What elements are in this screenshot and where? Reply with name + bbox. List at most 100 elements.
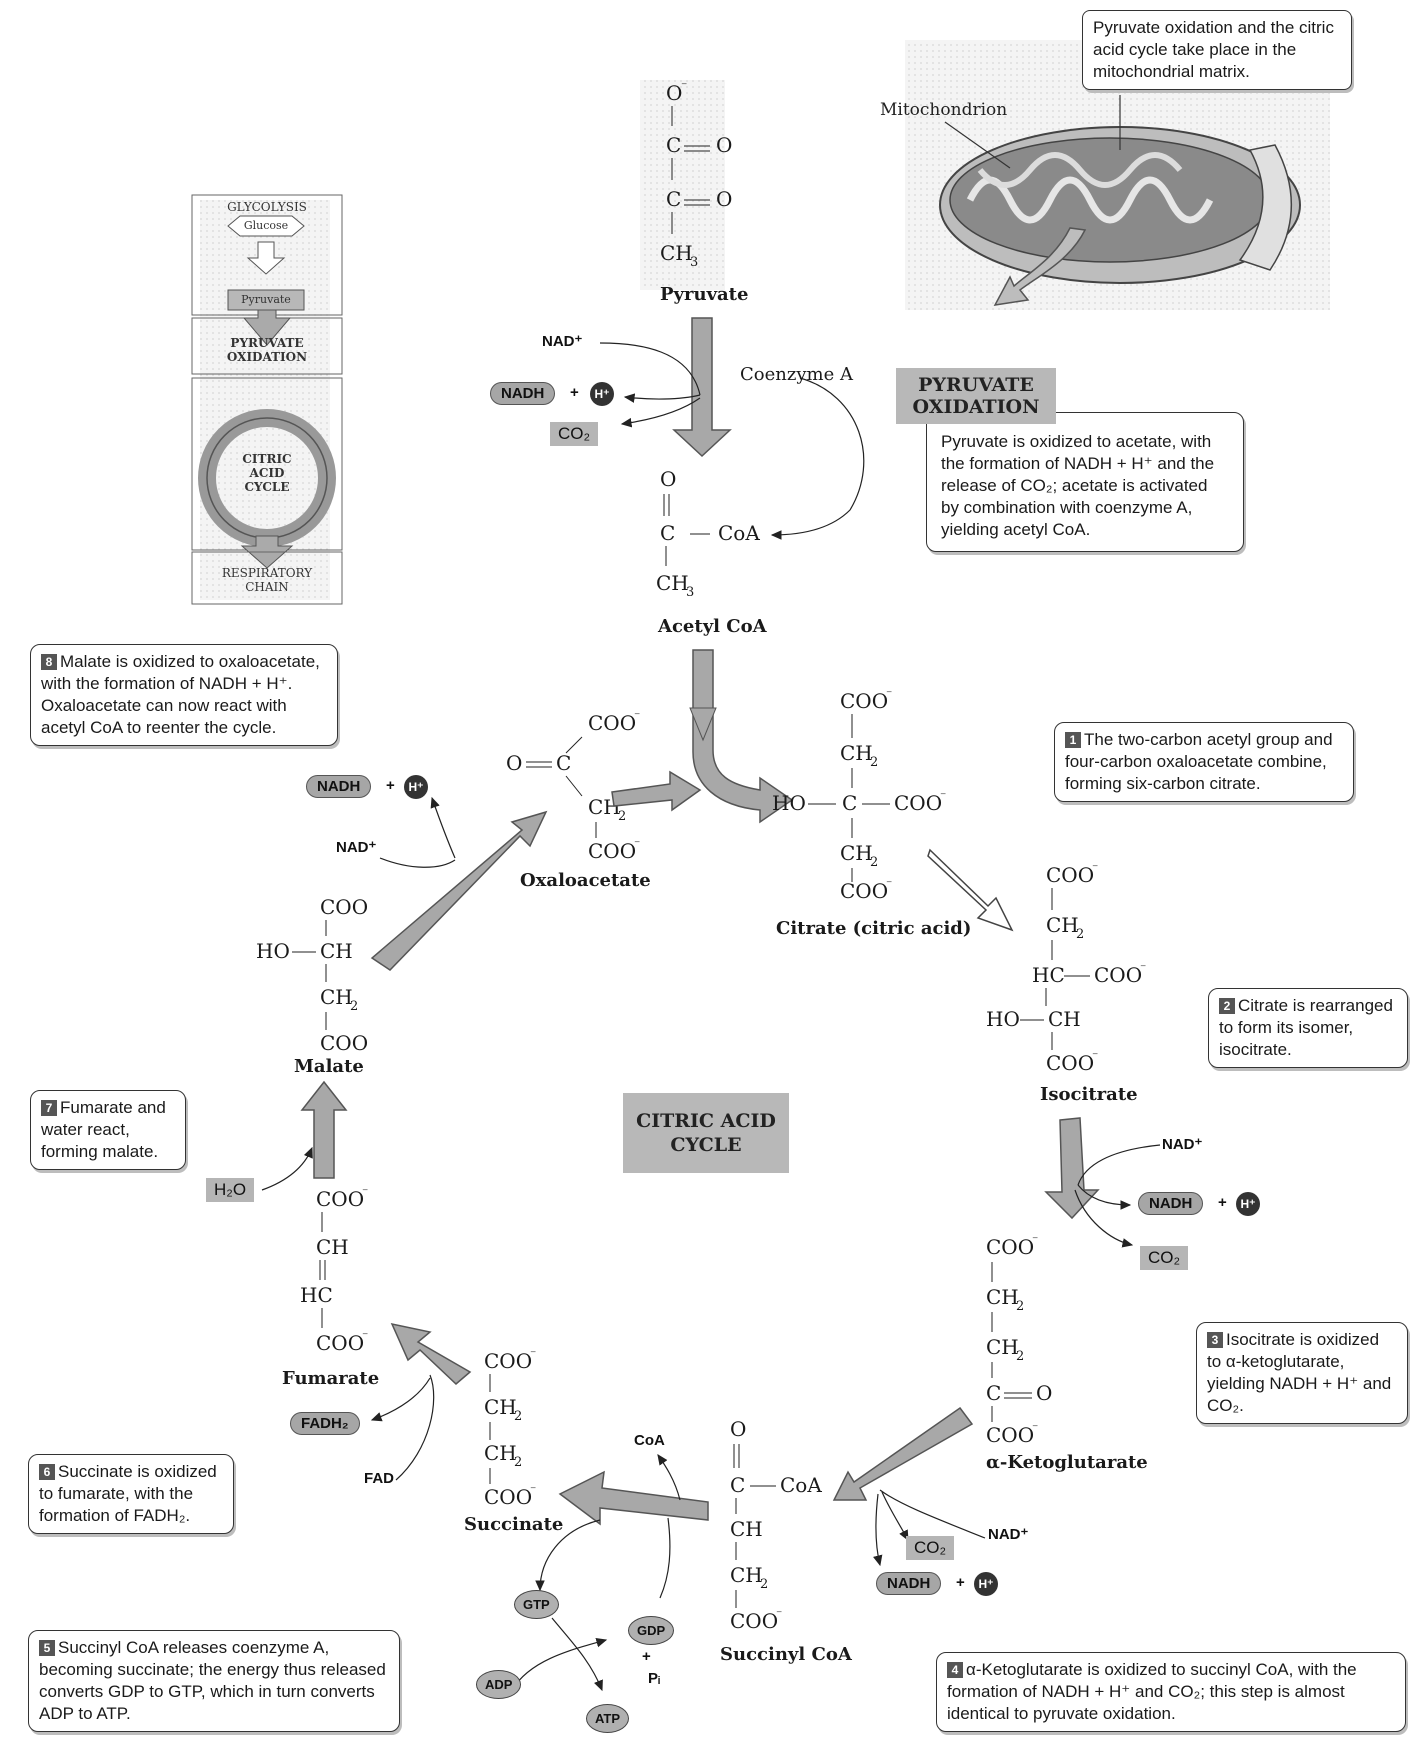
svg-text:CH: CH — [660, 241, 693, 265]
step8-hplus: H⁺ — [404, 775, 428, 799]
svg-text:HC: HC — [1032, 963, 1065, 987]
step4-nad: NAD⁺ — [988, 1526, 1029, 1543]
svg-text:2: 2 — [1016, 1299, 1024, 1314]
svg-text:HC: HC — [300, 1283, 333, 1307]
svg-text:COO: COO — [1094, 963, 1142, 987]
step-5-text: Succinyl CoA releases coenzyme A, becomi… — [39, 1638, 386, 1724]
svg-text:COO: COO — [320, 1031, 368, 1055]
step-3-number: 3 — [1207, 1332, 1223, 1348]
svg-text:COO: COO — [840, 879, 888, 903]
step6-fadh2: FADH₂ — [290, 1412, 360, 1435]
svg-text:COO: COO — [1046, 1051, 1094, 1075]
step-7-number: 7 — [41, 1100, 57, 1116]
svg-text:⁻: ⁻ — [776, 1607, 782, 1621]
svg-text:C: C — [730, 1473, 745, 1497]
acetyl-coa-structure: O C CoA CH3 — [656, 467, 760, 600]
svg-text:2: 2 — [514, 1455, 522, 1470]
svg-text:⁻: ⁻ — [1092, 1049, 1098, 1063]
svg-text:O: O — [660, 467, 676, 491]
svg-text:CH: CH — [840, 841, 873, 865]
svg-text:⁻: ⁻ — [634, 709, 640, 723]
step-2-text: Citrate is rearranged to form its isomer… — [1219, 996, 1393, 1060]
step8-plus: + — [386, 777, 395, 794]
svg-text:2: 2 — [1016, 1349, 1024, 1364]
svg-text:⁻: ⁻ — [1032, 1421, 1038, 1435]
svg-text:2: 2 — [760, 1577, 768, 1592]
svg-text:O: O — [506, 751, 522, 775]
step-6-text: Succinate is oxidized to fumarate, with … — [39, 1462, 217, 1526]
step5-plus: + — [642, 1648, 651, 1665]
adp-in-curve — [511, 1637, 608, 1691]
step-2-number: 2 — [1219, 998, 1235, 1014]
pyruvate-oxidation-description: Pyruvate is oxidized to acetate, with th… — [926, 412, 1244, 553]
step8-nad: NAD⁺ — [336, 839, 377, 856]
step-4-text: α-Ketoglutarate is oxidized to succinyl … — [947, 1660, 1357, 1724]
svg-text:COO: COO — [1046, 863, 1094, 887]
svg-text:COO: COO — [986, 1423, 1034, 1447]
acetyl-coa-label: Acetyl CoA — [657, 616, 768, 637]
step-6-number: 6 — [39, 1464, 55, 1480]
overview-inset — [191, 194, 343, 605]
svg-text:COO: COO — [588, 711, 636, 735]
svg-text:COO: COO — [484, 1485, 532, 1509]
nad-in-curve-4 — [879, 1489, 986, 1539]
succinate-structure: COO⁻ CH2 CH2 COO⁻ — [484, 1347, 536, 1509]
coenzyme-a-in-curve — [770, 377, 865, 540]
svg-text:CH: CH — [730, 1517, 763, 1541]
step-1-number: 1 — [1065, 732, 1081, 748]
svg-text:COO: COO — [840, 689, 888, 713]
oxaloacetate-to-citrate-arrow — [611, 770, 702, 812]
step3-hplus: H⁺ — [1236, 1192, 1260, 1216]
acetyl-coa-entry-arrow — [692, 649, 794, 824]
svg-text:⁻: ⁻ — [530, 1347, 536, 1361]
svg-text:⁻: ⁻ — [681, 79, 687, 93]
inset-pyruvate-oxidation: PYRUVATE OXIDATION — [226, 336, 308, 364]
inset-pyruvate: Pyruvate — [241, 293, 291, 306]
pyruvate-hplus: H⁺ — [590, 382, 614, 406]
gtp-to-atp-curve — [551, 1617, 603, 1692]
svg-text:COO: COO — [320, 895, 368, 919]
svg-text:O: O — [666, 81, 682, 105]
step5-pi: Pᵢ — [648, 1670, 661, 1687]
co2-out-curve — [620, 397, 701, 428]
nadh-out-curve-8 — [430, 796, 456, 859]
svg-text:HO: HO — [772, 791, 806, 815]
pyruvate-nad: NAD⁺ — [542, 333, 583, 350]
step6-fad: FAD — [364, 1470, 394, 1487]
inset-respiratory-chain: RESPIRATORY CHAIN — [221, 566, 313, 594]
svg-text:⁻: ⁻ — [634, 837, 640, 851]
svg-text:CH: CH — [484, 1395, 517, 1419]
co2-out-curve-4 — [881, 1491, 909, 1542]
svg-text:2: 2 — [514, 1409, 522, 1424]
svg-text:⁻: ⁻ — [940, 789, 946, 803]
mitochondrion-label: Mitochondrion — [880, 100, 1008, 120]
svg-text:CH: CH — [986, 1285, 1019, 1309]
svg-text:CH: CH — [840, 741, 873, 765]
svg-text:C: C — [556, 751, 571, 775]
oxaloacetate-label: Oxaloacetate — [520, 870, 651, 891]
svg-text:CH: CH — [730, 1563, 763, 1587]
coenzyme-a-label: Coenzyme A — [740, 364, 854, 385]
step4-plus: + — [956, 1574, 965, 1591]
step3-co2: CO₂ — [1140, 1246, 1189, 1270]
isocitrate-oxidation-arrow — [1044, 1117, 1100, 1220]
nad-in-curve-8 — [379, 857, 456, 868]
step5-coa: CoA — [634, 1432, 665, 1449]
step8-nadh: NADH — [306, 775, 372, 798]
fad-in-curve — [395, 1374, 435, 1481]
nadh-out-curve-4 — [873, 1493, 883, 1567]
coa-out-curve — [657, 1454, 681, 1501]
isocitrate-label: Isocitrate — [1040, 1084, 1138, 1105]
step-4-number: 4 — [947, 1662, 963, 1678]
ketoglutarate-oxidation-arrow — [832, 1406, 974, 1501]
succinyl-coa-to-succinate-arrow — [558, 1470, 709, 1526]
